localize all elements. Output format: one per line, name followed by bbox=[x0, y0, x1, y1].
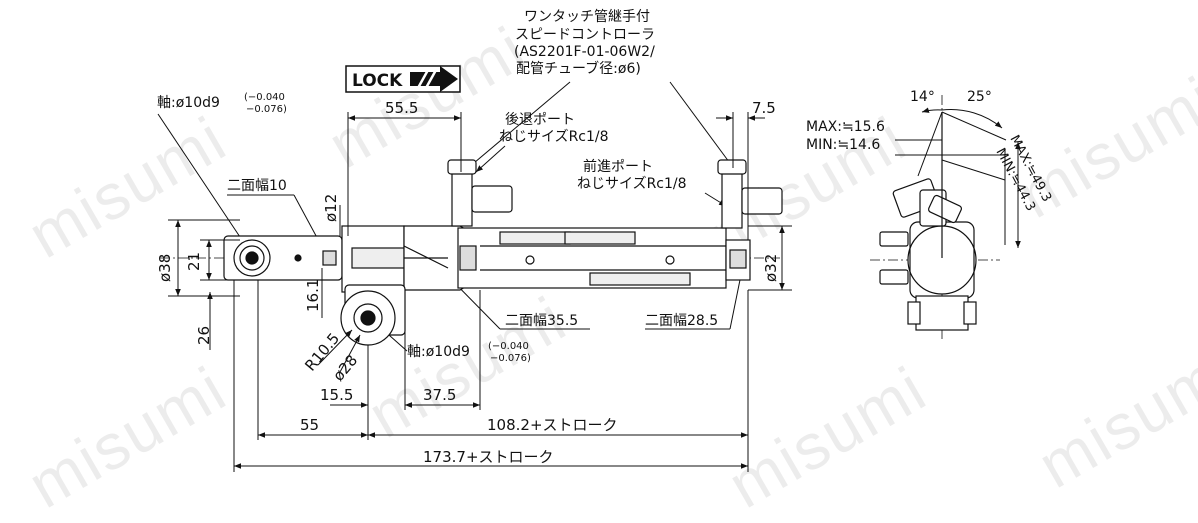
cylinder-body bbox=[160, 159, 783, 346]
max-left: MAX:≒15.6 bbox=[806, 119, 885, 135]
angle-25: 25° bbox=[967, 89, 992, 105]
svg-text:軸:ø10d9: 軸:ø10d9 bbox=[157, 95, 220, 111]
lock-label: LOCK bbox=[352, 71, 403, 91]
flats-28-5-label: 二面幅28.5 bbox=[645, 313, 718, 329]
dim-o38: ø38 bbox=[156, 254, 174, 282]
dim-55-5: 55.5 bbox=[385, 99, 418, 117]
advance-port-line-2: ねじサイズRc1/8 bbox=[577, 176, 687, 192]
fitting-callout: ワンタッチ管継手付 スピードコントローラ (AS2201F-01-06W2/ 配… bbox=[467, 9, 736, 171]
fitting-line-3: (AS2201F-01-06W2/ bbox=[514, 44, 655, 60]
dim-21: 21 bbox=[185, 252, 203, 271]
dim-26: 26 bbox=[195, 326, 213, 345]
flats-10-label: 二面幅10 bbox=[227, 178, 287, 194]
lock-arrow-icon bbox=[410, 66, 458, 92]
shaft-callout-top: 軸:ø10d9 (−0.040 −0.076) bbox=[157, 92, 287, 253]
dimensions bbox=[168, 112, 792, 472]
dim-7-5: 7.5 bbox=[752, 99, 776, 117]
dim-55: 55 bbox=[300, 416, 319, 434]
dim-16-1: 16.1 bbox=[304, 279, 322, 312]
min-left: MIN:≒14.6 bbox=[806, 137, 880, 153]
dim-o28: ø28 bbox=[329, 351, 361, 384]
advance-port-line-1: 前進ポート bbox=[583, 158, 653, 175]
lock-badge: LOCK bbox=[345, 65, 461, 93]
svg-text:(−0.040: (−0.040 bbox=[488, 341, 529, 352]
angle-14: 14° bbox=[910, 89, 935, 105]
svg-text:(−0.040: (−0.040 bbox=[244, 92, 285, 103]
side-view-dims bbox=[895, 107, 1021, 248]
side-view bbox=[870, 95, 1000, 340]
dim-o12: ø12 bbox=[322, 194, 340, 222]
svg-text:軸:ø10d9: 軸:ø10d9 bbox=[407, 344, 470, 360]
svg-text:−0.076): −0.076) bbox=[246, 104, 287, 115]
technical-drawing: LOCK ワンタッチ管継手付 スピードコントローラ (AS2201F-01-06… bbox=[156, 9, 1054, 472]
dim-o32: ø32 bbox=[762, 254, 780, 282]
svg-text:−0.076): −0.076) bbox=[490, 353, 531, 364]
flats-35-5-label: 二面幅35.5 bbox=[505, 313, 578, 329]
fitting-line-1: ワンタッチ管継手付 bbox=[524, 9, 650, 25]
fitting-line-2: スピードコントローラ bbox=[515, 27, 655, 43]
dim-15-5: 15.5 bbox=[320, 386, 353, 404]
retract-port-line-2: ねじサイズRc1/8 bbox=[499, 129, 609, 145]
dim-108-2: 108.2+ストローク bbox=[487, 416, 618, 434]
fitting-line-4: 配管チューブ径:ø6) bbox=[516, 60, 641, 77]
dim-173-7: 173.7+ストローク bbox=[423, 448, 554, 466]
drawing-canvas: misumi misumi misumi misumi misumi misum… bbox=[16, 9, 1198, 522]
dim-37-5: 37.5 bbox=[423, 386, 456, 404]
retract-port-line-1: 後退ポート bbox=[505, 112, 575, 128]
